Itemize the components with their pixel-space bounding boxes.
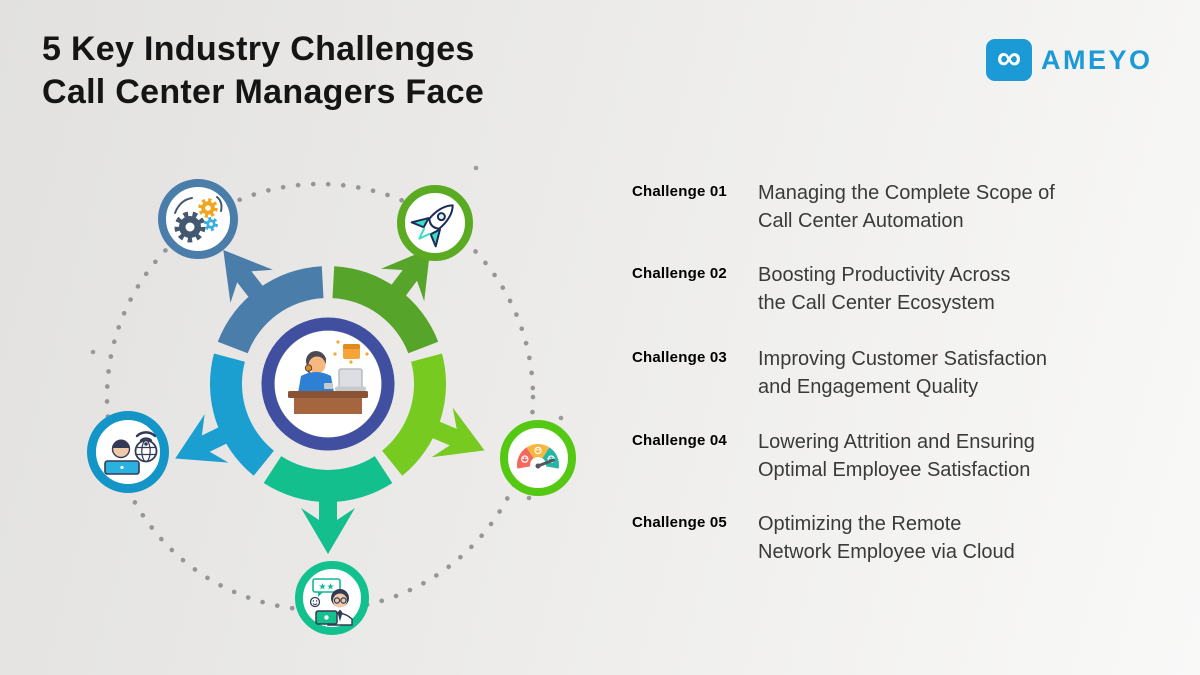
- wheel-segments: [175, 248, 485, 554]
- challenge-number-label: Challenge 04: [632, 432, 727, 449]
- challenge-description-line: Network Employee via Cloud: [758, 541, 1015, 563]
- challenge-row-1: Challenge 01 Managing the Complete Scope…: [632, 179, 1055, 235]
- remote-agent-icon: [87, 411, 169, 493]
- title-line-1: 5 Key Industry Challenges: [42, 30, 475, 68]
- segment-customer-satisfaction: [382, 353, 447, 476]
- challenge-description: Boosting Productivity Across the Call Ce…: [758, 261, 1010, 317]
- infinity-glyph: ∞: [996, 39, 1022, 77]
- gears-icon-ring: [158, 179, 238, 259]
- challenge-description-line: Call Center Automation: [758, 210, 964, 232]
- segment-remote-cloud: [209, 353, 274, 476]
- title-line-2: Call Center Managers Face: [42, 73, 485, 111]
- challenge-description-line: the Call Center Ecosystem: [758, 292, 995, 314]
- scatter-dots: [90, 165, 564, 501]
- segment-scope-automation-arrow: [223, 250, 273, 306]
- rating-stars: ★★: [318, 583, 334, 593]
- segment-remote-cloud-arrow: [175, 414, 237, 463]
- segment-scope-automation: [217, 266, 324, 354]
- challenge-row-3: Challenge 03 Improving Customer Satisfac…: [632, 345, 1047, 401]
- call-center-agent-illustration: [261, 317, 395, 451]
- challenge-description-line: Lowering Attrition and Ensuring: [758, 431, 1035, 453]
- satisfaction-meter-icon: [500, 420, 576, 496]
- satisfaction-meter-icon-ring: [500, 420, 576, 496]
- challenge-description-line: Improving Customer Satisfaction: [758, 348, 1048, 370]
- center-ring: [261, 317, 395, 451]
- ameyo-infinity-icon: ∞: [986, 39, 1032, 81]
- gears-icon: [158, 179, 238, 259]
- rocket-icon: [397, 185, 473, 261]
- gauge-segment: [526, 444, 550, 459]
- segment-customer-satisfaction-arrow: [422, 407, 485, 458]
- challenge-row-4: Challenge 04 Lowering Attrition and Ensu…: [632, 428, 1035, 484]
- page-title: 5 Key Industry Challenges Call Center Ma…: [42, 28, 484, 114]
- segment-employee-satisfaction-arrow: [301, 490, 355, 554]
- challenge-description: Improving Customer Satisfaction and Enga…: [758, 345, 1047, 401]
- challenge-number-label: Challenge 02: [632, 265, 727, 282]
- challenge-row-2: Challenge 02 Boosting Productivity Acros…: [632, 261, 1010, 317]
- ameyo-logo: ∞ AMEYO: [986, 39, 1153, 81]
- segment-productivity-arrow: [381, 248, 431, 305]
- employee-feedback-icon: ★★: [295, 561, 369, 635]
- challenge-description-line: Boosting Productivity Across: [758, 264, 1011, 286]
- challenge-description-line: and Engagement Quality: [758, 376, 979, 398]
- challenges-wheel: ★★: [87, 165, 576, 635]
- ameyo-logo-text: AMEYO: [1041, 44, 1153, 75]
- challenge-number-label: Challenge 01: [632, 183, 727, 200]
- desk: [288, 391, 368, 398]
- challenge-description-line: Optimal Employee Satisfaction: [758, 459, 1031, 481]
- challenge-number-label: Challenge 05: [632, 514, 727, 531]
- segment-employee-satisfaction: [263, 456, 393, 503]
- challenge-description: Lowering Attrition and Ensuring Optimal …: [758, 428, 1035, 484]
- challenge-description-line: Optimizing the Remote: [758, 513, 962, 535]
- challenge-number-label: Challenge 03: [632, 349, 727, 366]
- segment-productivity: [332, 266, 439, 354]
- challenge-description-line: Managing the Complete Scope of: [758, 182, 1055, 204]
- challenge-row-5: Challenge 05 Optimizing the Remote Netwo…: [632, 510, 1015, 566]
- challenge-description: Optimizing the Remote Network Employee v…: [758, 510, 1015, 566]
- challenge-description: Managing the Complete Scope of Call Cent…: [758, 179, 1055, 235]
